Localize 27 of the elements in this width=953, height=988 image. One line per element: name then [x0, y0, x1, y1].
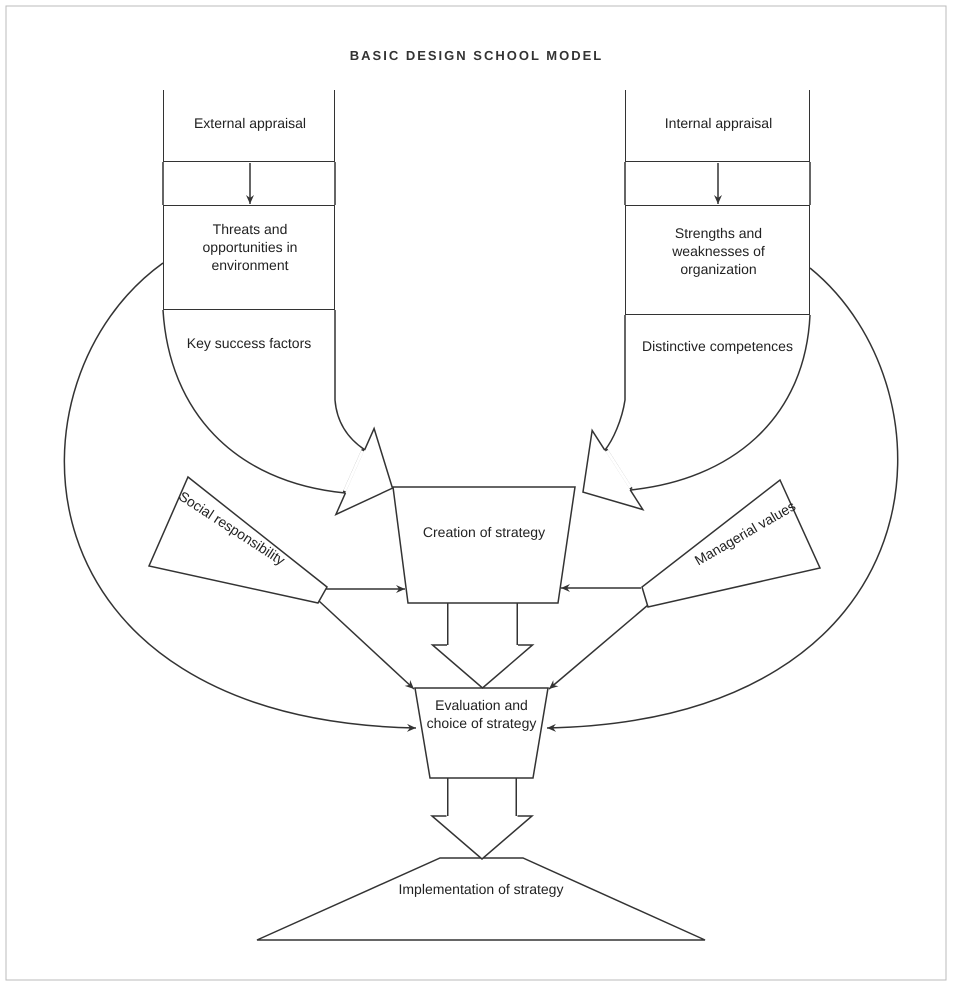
arrow: [546, 267, 898, 732]
process-box: [163, 90, 335, 162]
node-label: Internal appraisal: [664, 114, 774, 132]
node-label: Implementation of strategy: [398, 880, 564, 898]
node-label: Threats and opportunities in environment: [202, 220, 298, 274]
process-box: [625, 205, 810, 315]
arrow: [318, 600, 414, 690]
arrow: [326, 585, 405, 593]
node-label: Strengths and weaknesses of organization: [671, 224, 766, 278]
node-label: External appraisal: [192, 114, 308, 132]
arrow: [714, 163, 722, 204]
arrow: [246, 163, 254, 204]
process-box: [163, 205, 335, 310]
tag-shape: [149, 477, 327, 603]
arrow: [548, 604, 648, 690]
diagram-title: BASIC DESIGN SCHOOL MODEL: [348, 48, 604, 63]
tag-shape: [640, 480, 820, 607]
arrow: [561, 584, 641, 592]
node-label: Distinctive competences: [641, 337, 794, 355]
trapezoid-box: [415, 688, 548, 778]
trapezoid-box: [393, 487, 575, 603]
arrow: [64, 262, 416, 732]
base-trapezoid: [257, 858, 705, 940]
process-box: [625, 90, 810, 162]
node-label: Evaluation and choice of strategy: [426, 696, 538, 732]
node-label: Key success factors: [186, 334, 312, 352]
node-label: Creation of strategy: [422, 523, 546, 541]
